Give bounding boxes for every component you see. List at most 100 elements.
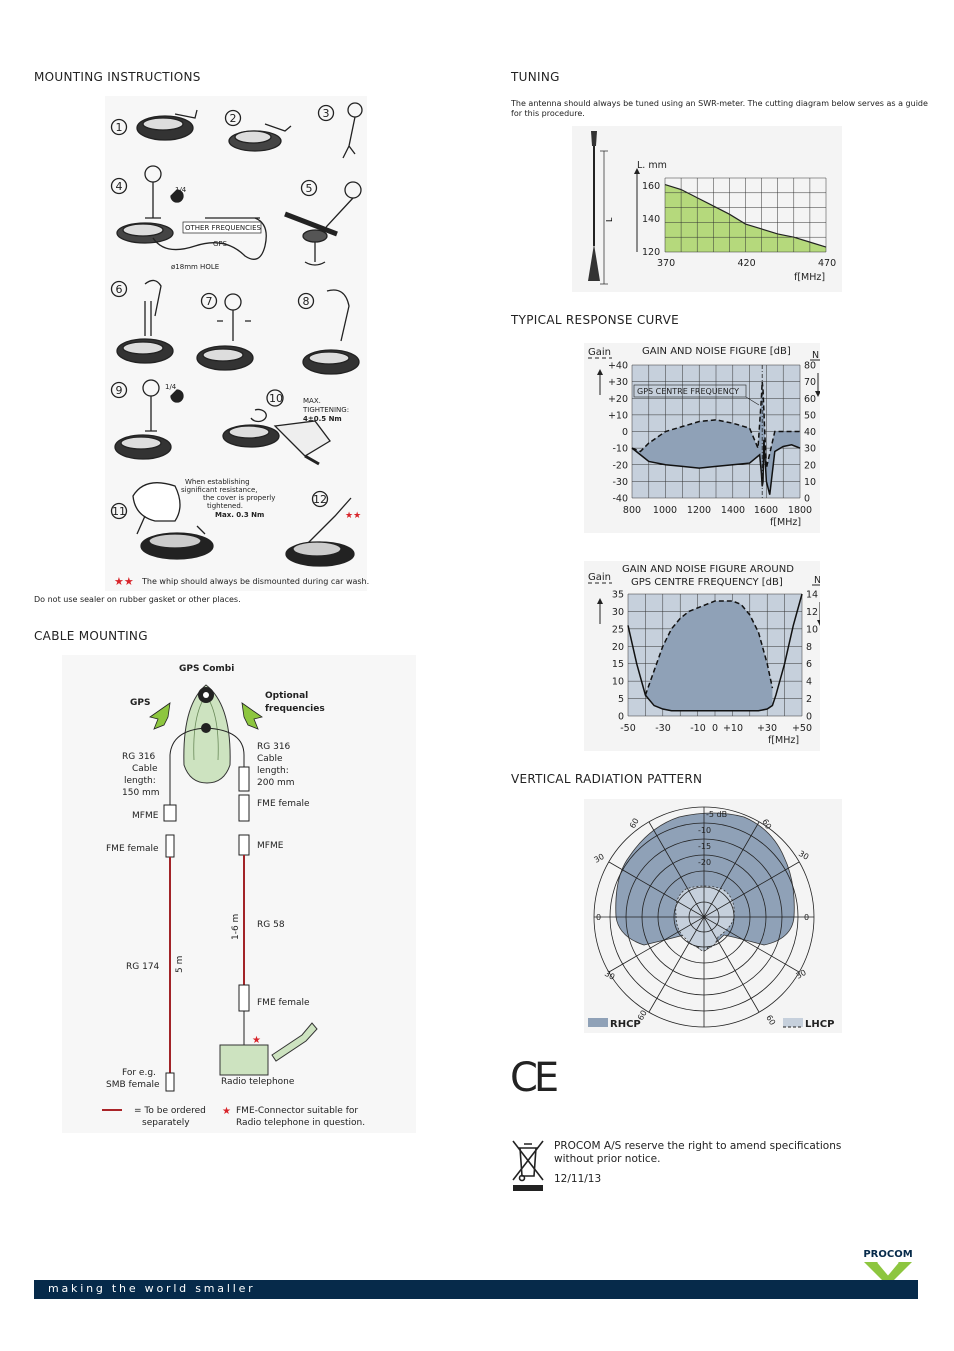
hole-label: ø18mm HOLE — [171, 263, 219, 271]
right-rg-4: 200 mm — [257, 778, 295, 788]
gain-noise-chart: +40+30+20+100-10-20-30-40807060504030201… — [584, 343, 820, 533]
gain-ytick: -30 — [612, 477, 628, 488]
gain-ytick: -20 — [612, 460, 628, 471]
angle-60-bl: 60 — [636, 1009, 649, 1022]
len-1-6: 1-6 m — [231, 914, 241, 940]
step-9: 9 — [116, 384, 123, 397]
step-4: 4 — [116, 180, 123, 193]
xtick: -50 — [620, 723, 636, 734]
legend-rhcp: RHCP — [610, 1019, 641, 1030]
step-6: 6 — [116, 283, 123, 296]
gain-ytick: 25 — [612, 624, 624, 635]
ce-mark: CE — [510, 1055, 559, 1101]
xtick: +10 — [723, 723, 743, 734]
connector-star-legend: ★ — [222, 1106, 231, 1117]
weee-bin-icon — [512, 1140, 544, 1191]
nf-ytick: 0 — [806, 712, 812, 723]
tuning-text: The antenna should always be tuned using… — [511, 99, 931, 119]
tuning-text-2: for this procedure. — [511, 109, 585, 118]
gain-ytick: 0 — [622, 427, 628, 438]
gain-ytick: 10 — [612, 677, 624, 688]
gps-label: GPS — [213, 240, 228, 248]
nf-down-arrowhead — [815, 391, 820, 397]
disclaimer: PROCOM A/S reserve the right to amend sp… — [554, 1140, 841, 1166]
step-11: 11 — [112, 505, 126, 518]
db-label-20: -20 — [698, 858, 711, 867]
db-label-15: -15 — [698, 842, 711, 851]
disclaimer-1: PROCOM A/S reserve the right to amend sp… — [554, 1140, 842, 1152]
db-label-5: -5 dB — [706, 810, 727, 819]
heading-tuning: TUNING — [511, 70, 560, 84]
nf-ytick: 4 — [806, 677, 812, 688]
date-label: 12/11/13 — [554, 1173, 602, 1185]
xtick: -30 — [655, 723, 671, 734]
xtick: 0 — [712, 723, 718, 734]
legend-lhcp: LHCP — [805, 1019, 834, 1030]
gain-ytick: +40 — [608, 361, 628, 372]
xlabel: f[MHz] — [768, 735, 799, 746]
angle-30-br: 30 — [795, 968, 808, 981]
tuning-ytick: 160 — [642, 181, 660, 192]
angle-30-tl: 30 — [593, 852, 606, 865]
chart-title: GAIN AND NOISE FIGURE [dB] — [642, 346, 791, 357]
heading-mounting-instructions: MOUNTING INSTRUCTIONS — [34, 70, 201, 84]
chart-title-line-2: GPS CENTRE FREQUENCY [dB] — [631, 577, 783, 588]
conn-1: FME-Connector suitable for — [236, 1106, 358, 1116]
nf-axis-label: NF — [812, 350, 820, 361]
gain-line — [631, 439, 801, 495]
right-rg-2: Cable — [257, 754, 283, 764]
angle-30-bl: 30 — [603, 969, 616, 982]
resist-4: tightened. — [207, 502, 243, 510]
max-tight-2: TIGHTENING: — [302, 406, 349, 414]
nf-ytick: 10 — [806, 624, 818, 635]
xtick: 1400 — [721, 505, 745, 516]
procom-logo: PROCOM — [858, 1249, 918, 1296]
xtick: 1600 — [754, 505, 778, 516]
xlabel: f[MHz] — [770, 517, 801, 528]
nf-ytick: 6 — [806, 659, 812, 670]
cable-title: GPS Combi — [179, 664, 234, 674]
max-tight-3: 4±0.5 Nm — [303, 415, 342, 423]
gain-ytick: 35 — [612, 590, 624, 601]
nf-ytick: 40 — [804, 427, 816, 438]
conn-2: Radio telephone in question. — [236, 1118, 365, 1128]
nf-axis-label: NF — [814, 575, 820, 586]
tuning-y-arrowhead — [634, 168, 640, 174]
optional-1: Optional — [265, 691, 308, 701]
stars-mark: ★★ — [345, 511, 361, 521]
nf-line — [631, 381, 800, 469]
angle-60-br: 60 — [764, 1014, 777, 1027]
stars-icon: ★★ — [114, 575, 134, 588]
step-2: 2 — [230, 112, 237, 125]
step-8: 8 — [303, 295, 310, 308]
fme-female-right-bottom: FME female — [257, 998, 310, 1008]
slogan: making the world smaller — [48, 1282, 256, 1295]
left-rg-1: RG 316 — [122, 752, 156, 762]
annotation-box — [633, 384, 747, 398]
nf-fill — [632, 381, 800, 495]
gain-line — [627, 593, 803, 712]
connector-star: ★ — [252, 1035, 261, 1046]
quarter-turn-label: 1/4 — [175, 186, 187, 194]
order-1: = To be ordered — [134, 1106, 206, 1116]
eg-2: SMB female — [106, 1080, 160, 1090]
angle-0-right: 0 — [804, 913, 809, 922]
radio-telephone-label: Radio telephone — [221, 1077, 295, 1087]
step-1: 1 — [116, 121, 123, 134]
xtick: +30 — [757, 723, 777, 734]
quarter-turn-label-2: 1/4 — [165, 383, 177, 391]
step-12: 12 — [313, 493, 327, 506]
gain-ytick: +30 — [608, 377, 628, 388]
tuning-ytick: 140 — [642, 214, 660, 225]
max-tight-1: MAX. — [303, 397, 321, 405]
mfme-left: MFME — [132, 811, 159, 821]
chart-title-line-1: GAIN AND NOISE FIGURE AROUND — [622, 564, 794, 575]
gain-ytick: 15 — [612, 659, 624, 670]
xtick: 800 — [623, 505, 641, 516]
rg174: RG 174 — [126, 962, 160, 972]
tuning-ylabel: L. mm — [637, 160, 667, 171]
xtick: 1000 — [653, 505, 677, 516]
fme-female-right-top: FME female — [257, 799, 310, 809]
